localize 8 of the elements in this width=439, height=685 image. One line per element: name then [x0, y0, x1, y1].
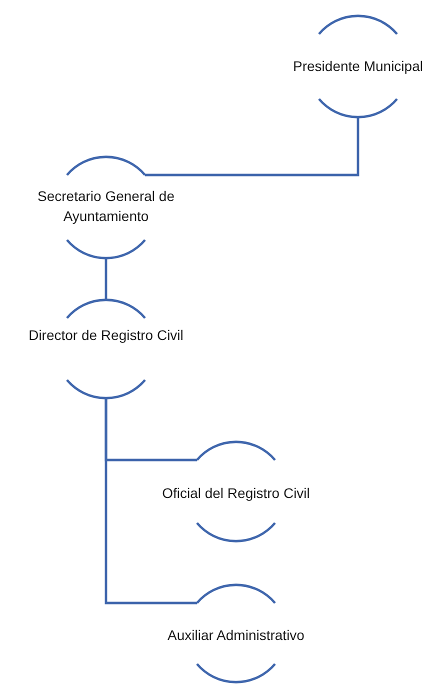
position-title: Auxiliar Administrativo [166, 626, 306, 645]
position-title: Presidente Municipal [292, 57, 424, 76]
position-title: Secretario General de Ayuntamiento [36, 187, 176, 226]
position-title: Oficial del Registro Civil [161, 484, 311, 503]
position-title: Director de Registro Civil [28, 326, 184, 345]
connector-line [104, 259, 108, 299]
connector-line [104, 399, 197, 604]
connector-line [145, 118, 360, 176]
